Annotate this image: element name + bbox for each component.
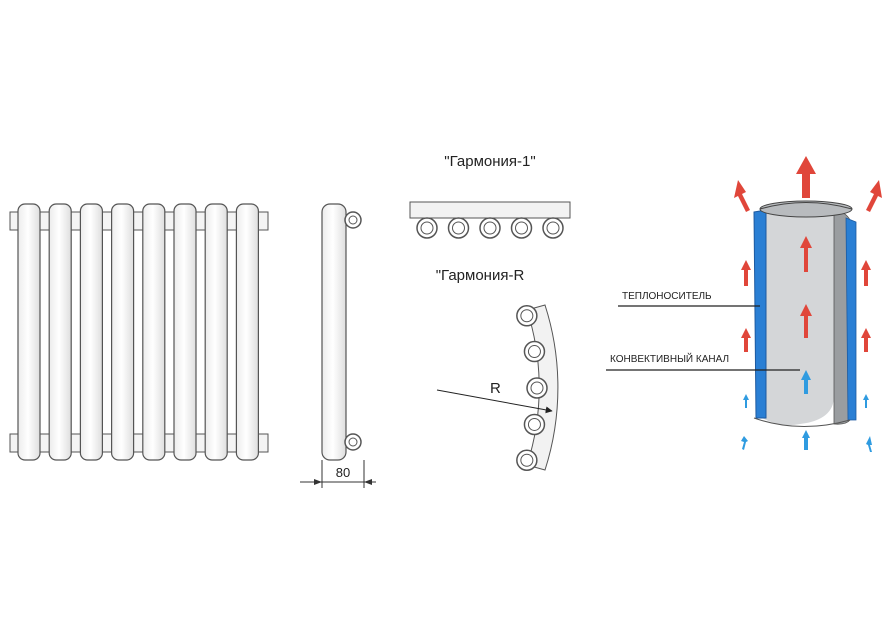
convection-cutaway: ТЕПЛОНОСИТЕЛЬ КОНВЕКТИВНЫЙ КАНАЛ <box>606 156 882 452</box>
radiator-section <box>79 203 104 461</box>
side-bottom-fitting <box>344 433 362 451</box>
top-collector <box>9 211 269 231</box>
hot-air-arrows <box>734 156 882 352</box>
harmony-r-tube <box>516 449 538 471</box>
harmony-r-tube <box>516 305 538 327</box>
harmony-r-tube-inner <box>530 381 544 395</box>
harmony-r-tube <box>523 413 546 436</box>
harmony-r-tube-inner <box>527 345 541 359</box>
harmony-1-tube <box>416 217 438 239</box>
radiator-section <box>142 203 166 461</box>
side-top-fitting <box>344 211 362 229</box>
harmony-r-tube-inner <box>520 453 534 467</box>
radiator-section <box>235 203 259 461</box>
left-wall <box>753 209 767 419</box>
radiator-section <box>48 203 72 461</box>
harmony-1-tubes <box>416 217 564 239</box>
harmony-1-tube-inner <box>452 221 465 235</box>
right-wall <box>845 217 857 421</box>
harmony-1-tube-inner <box>483 221 497 235</box>
top-opening <box>759 200 853 218</box>
harmony-r-tubes <box>516 305 548 471</box>
radiator-section <box>173 203 197 461</box>
radiator-sections <box>17 203 259 461</box>
front-view-radiator <box>9 203 269 461</box>
side-tube <box>321 203 347 461</box>
width-dimension-label: 80 <box>336 465 350 480</box>
harmony-r-tube <box>526 377 548 399</box>
harmony-1-tube <box>447 217 470 239</box>
harmony-1-tube-inner <box>420 221 434 235</box>
harmony-1-tube <box>510 217 533 239</box>
radiator-section <box>110 203 135 461</box>
radiator-section <box>17 203 41 461</box>
harmony-1-tube <box>542 217 564 239</box>
harmony-1-section: "Гармония-1" <box>409 153 571 239</box>
side-view-radiator: 80 <box>300 203 376 488</box>
radius-arrow <box>436 389 553 414</box>
inner-channel <box>762 208 834 426</box>
harmony-r-section: "Гармония-R R <box>436 267 559 471</box>
harmony-1-tube-inner <box>546 221 560 235</box>
cold-air-arrows <box>741 370 872 452</box>
harmony-1-tube-inner <box>515 221 528 235</box>
harmony-r-title: "Гармония-R <box>436 267 525 284</box>
harmony-r-tube-inner <box>527 417 541 431</box>
radius-label: R <box>490 380 501 397</box>
bottom-collector <box>9 433 269 453</box>
harmony-r-tube-inner <box>520 309 534 323</box>
harmony-r-tube <box>523 340 546 363</box>
radiator-section <box>204 203 228 461</box>
harmony-1-title: "Гармония-1" <box>444 153 535 170</box>
coolant-label: ТЕПЛОНОСИТЕЛЬ <box>622 291 712 302</box>
channel-label: КОНВЕКТИВНЫЙ КАНАЛ <box>610 352 729 365</box>
harmony-1-plate <box>409 201 571 219</box>
harmony-1-tube <box>479 217 501 239</box>
